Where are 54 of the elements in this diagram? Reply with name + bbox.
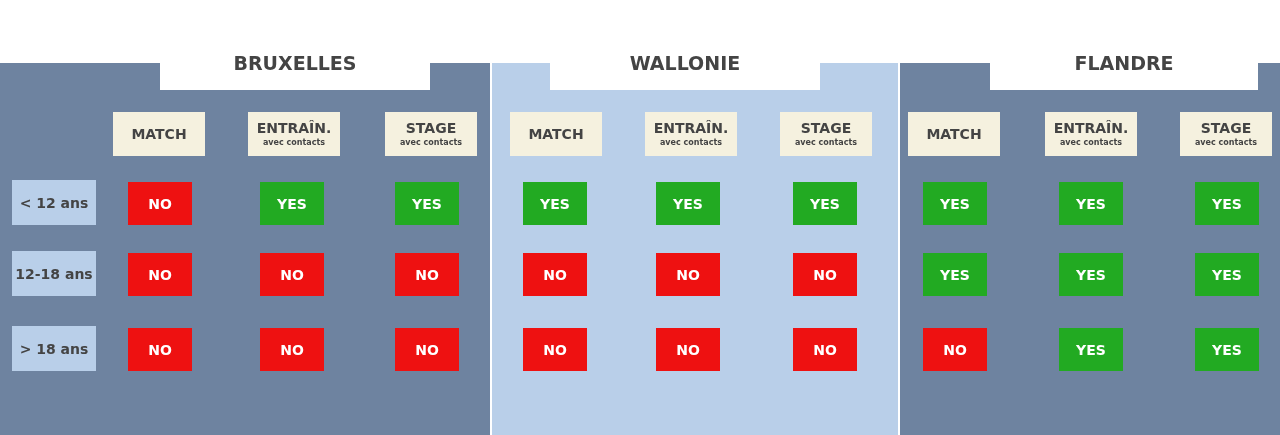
answer-cell: YES [395, 182, 459, 225]
answer-cell: YES [1059, 253, 1123, 296]
answer-cell: NO [395, 253, 459, 296]
column-header [908, 112, 1000, 156]
age-row-label: 12-18 ans [12, 251, 96, 296]
column-header [1045, 112, 1137, 156]
column-header [385, 112, 477, 156]
header-subtitle: avec contacts [1059, 137, 1123, 148]
header-title: ENTRAÎN. [256, 120, 332, 137]
answer-cell: YES [1059, 182, 1123, 225]
answer-cell: NO [260, 253, 324, 296]
answer-cell: YES [656, 182, 720, 225]
column-header [780, 112, 872, 156]
age-row-label: < 12 ans [12, 180, 96, 225]
answer-cell: YES [1059, 328, 1123, 371]
answer-cell: NO [523, 328, 587, 371]
answer-cell: YES [1195, 328, 1259, 371]
header-title: MATCH [131, 125, 187, 143]
column-header [1180, 112, 1272, 156]
answer-cell: YES [1195, 253, 1259, 296]
header-subtitle: avec contacts [794, 137, 858, 148]
answer-cell: NO [793, 253, 857, 296]
header-subtitle: avec contacts [1194, 137, 1258, 148]
answer-cell: YES [523, 182, 587, 225]
header-title: MATCH [528, 125, 584, 143]
header-title: ENTRAÎN. [1053, 120, 1129, 137]
header-title: ENTRAÎN. [653, 120, 729, 137]
answer-cell: YES [260, 182, 324, 225]
answer-cell: NO [128, 328, 192, 371]
answer-cell: NO [923, 328, 987, 371]
answer-cell: YES [923, 182, 987, 225]
answer-cell: NO [128, 182, 192, 225]
header-subtitle: avec contacts [399, 137, 463, 148]
header-title: MATCH [926, 125, 982, 143]
header-title: STAGE [1200, 120, 1252, 137]
answer-cell: NO [260, 328, 324, 371]
answer-cell: YES [923, 253, 987, 296]
header-subtitle: avec contacts [262, 137, 326, 148]
answer-cell: YES [1195, 182, 1259, 225]
column-header [113, 112, 205, 156]
header-subtitle: avec contacts [659, 137, 723, 148]
column-header [645, 112, 737, 156]
age-row-label: > 18 ans [12, 326, 96, 371]
answer-cell: NO [793, 328, 857, 371]
answer-cell: NO [656, 328, 720, 371]
column-header [248, 112, 340, 156]
answer-cell: YES [793, 182, 857, 225]
header-title: STAGE [800, 120, 852, 137]
column-header [510, 112, 602, 156]
answer-cell: NO [523, 253, 587, 296]
answer-cell: NO [395, 328, 459, 371]
header-title: STAGE [405, 120, 457, 137]
answer-cell: NO [656, 253, 720, 296]
answer-cell: NO [128, 253, 192, 296]
